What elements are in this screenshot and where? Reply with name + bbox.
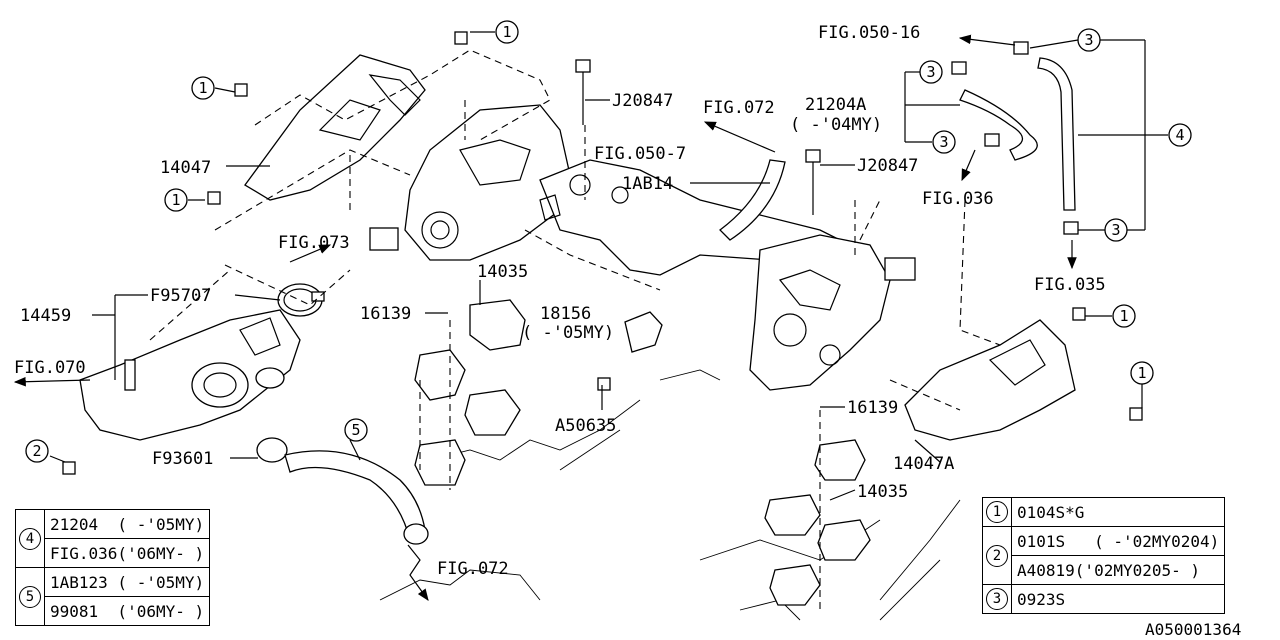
label-f95707: F95707	[150, 286, 211, 306]
legend-5-line-2: 99081 ('06MY- )	[43, 596, 211, 626]
engine-block-outline	[379, 369, 961, 621]
legend-row-5b: 99081 ('06MY- )	[16, 596, 211, 626]
callout-3: 3	[1084, 31, 1093, 49]
legend-row-4b: FIG.036('06MY- )	[16, 538, 211, 568]
legend-table-left: 4 21204 ( -'05MY) FIG.036('06MY- ) 5 1AB…	[15, 509, 211, 626]
callout-3: 3	[939, 133, 948, 151]
legend-row-3: 3 0923S	[982, 584, 1226, 614]
label-16139-left: 16139	[360, 304, 411, 324]
legend-num-4: 4	[19, 527, 41, 550]
legend-2-line-2: A40819('02MY0205- )	[1010, 555, 1226, 585]
part-labels: 14047 14459 F95707 F93601 16139 14035 18…	[20, 91, 954, 502]
label-f93601: F93601	[152, 449, 213, 469]
label-a50635: A50635	[555, 416, 616, 436]
label-j20847-left: J20847	[612, 91, 673, 111]
fig-036-ref: FIG.036	[922, 189, 994, 209]
dashed-guides	[149, 49, 1001, 610]
label-14035-right: 14035	[857, 482, 908, 502]
fig-072-bottom-ref: FIG.072	[437, 559, 509, 579]
leader-lines	[49, 31, 1168, 501]
bolt-j20847-right	[805, 149, 821, 215]
callout-1: 1	[502, 23, 511, 41]
legend-1-line-1: 0104S*G	[1010, 497, 1226, 527]
heat-shield-14047a	[904, 319, 1076, 441]
legend-2-line-1: 0101S ( -'02MY0204)	[1010, 526, 1226, 556]
legend-row-2a: 2 0101S ( -'02MY0204)	[982, 526, 1226, 585]
heat-shield-14047	[244, 54, 426, 201]
legend-row-4a: 4 21204 ( -'05MY)	[15, 509, 211, 568]
callout-2: 2	[32, 442, 41, 460]
label-18156-note: ( -'05MY)	[522, 323, 614, 343]
callout-numbers: 1 1 1 2 5 3 3 3 4 3 1 1	[32, 23, 1184, 460]
legend-num-3: 3	[986, 588, 1008, 610]
diagram-code: A050001364	[1145, 620, 1242, 639]
intake-manifold-right	[749, 234, 916, 391]
legend-num-5: 5	[19, 585, 41, 608]
callout-circles	[25, 20, 1192, 463]
hose-4	[1013, 41, 1079, 235]
fig-050-16-ref: FIG.050-16	[818, 23, 920, 43]
label-j20847-right: J20847	[857, 156, 918, 176]
legend-num-1: 1	[986, 501, 1008, 523]
reference-arrows	[13, 34, 1077, 601]
legend-num-2: 2	[986, 544, 1008, 567]
fig-050-7-ref: FIG.050-7	[594, 144, 686, 164]
legend-table-right: 1 0104S*G 2 0101S ( -'02MY0204) A40819('…	[982, 497, 1226, 614]
legend-4-line-1: 21204 ( -'05MY)	[43, 509, 211, 539]
intake-manifold-left	[369, 104, 571, 261]
gaskets-14035-right	[764, 439, 871, 606]
fig-035-ref: FIG.035	[1034, 275, 1106, 295]
callout-3: 3	[1111, 221, 1120, 239]
callout-5: 5	[351, 421, 360, 439]
callout-4: 4	[1175, 126, 1184, 144]
hose-1ab14	[719, 159, 786, 241]
air-intake-duct-14459	[79, 309, 301, 441]
hose-21204a	[951, 61, 1038, 161]
fig-072-top-ref: FIG.072	[703, 98, 775, 118]
figure-references: FIG.073 FIG.070 FIG.072 FIG.072 FIG.050-…	[14, 23, 1106, 579]
legend-4-line-2: FIG.036('06MY- )	[43, 538, 211, 568]
hose-5	[256, 437, 429, 545]
callout-1: 1	[171, 191, 180, 209]
fig-073-ref: FIG.073	[278, 233, 350, 253]
label-18156: 18156	[540, 304, 591, 324]
callout-1: 1	[198, 79, 207, 97]
bracket-18156	[624, 311, 663, 353]
legend-row-1: 1 0104S*G	[982, 497, 1226, 527]
callout-1: 1	[1119, 307, 1128, 325]
label-14459: 14459	[20, 306, 71, 326]
bolt-icon-group	[62, 31, 1143, 475]
label-16139-right: 16139	[847, 398, 898, 418]
callout-3: 3	[926, 63, 935, 81]
bolt-j20847-left	[575, 59, 591, 125]
legend-3-line-1: 0923S	[1010, 584, 1226, 614]
hose-clamp-f95707	[277, 283, 325, 317]
label-14035-left: 14035	[477, 262, 528, 282]
legend-row-5a: 5 1AB123 ( -'05MY)	[15, 567, 211, 626]
legend-5-line-1: 1AB123 ( -'05MY)	[43, 567, 211, 597]
label-21204a: 21204A	[805, 95, 866, 115]
label-1ab14: 1AB14	[622, 174, 673, 194]
label-14047a: 14047A	[893, 454, 954, 474]
legend-row-2b: A40819('02MY0205- )	[983, 555, 1226, 585]
gaskets-14035-left	[414, 299, 526, 486]
label-21204a-note: ( -'04MY)	[790, 115, 882, 135]
label-14047: 14047	[160, 158, 211, 178]
callout-1: 1	[1137, 364, 1146, 382]
fig-070-ref: FIG.070	[14, 358, 86, 378]
